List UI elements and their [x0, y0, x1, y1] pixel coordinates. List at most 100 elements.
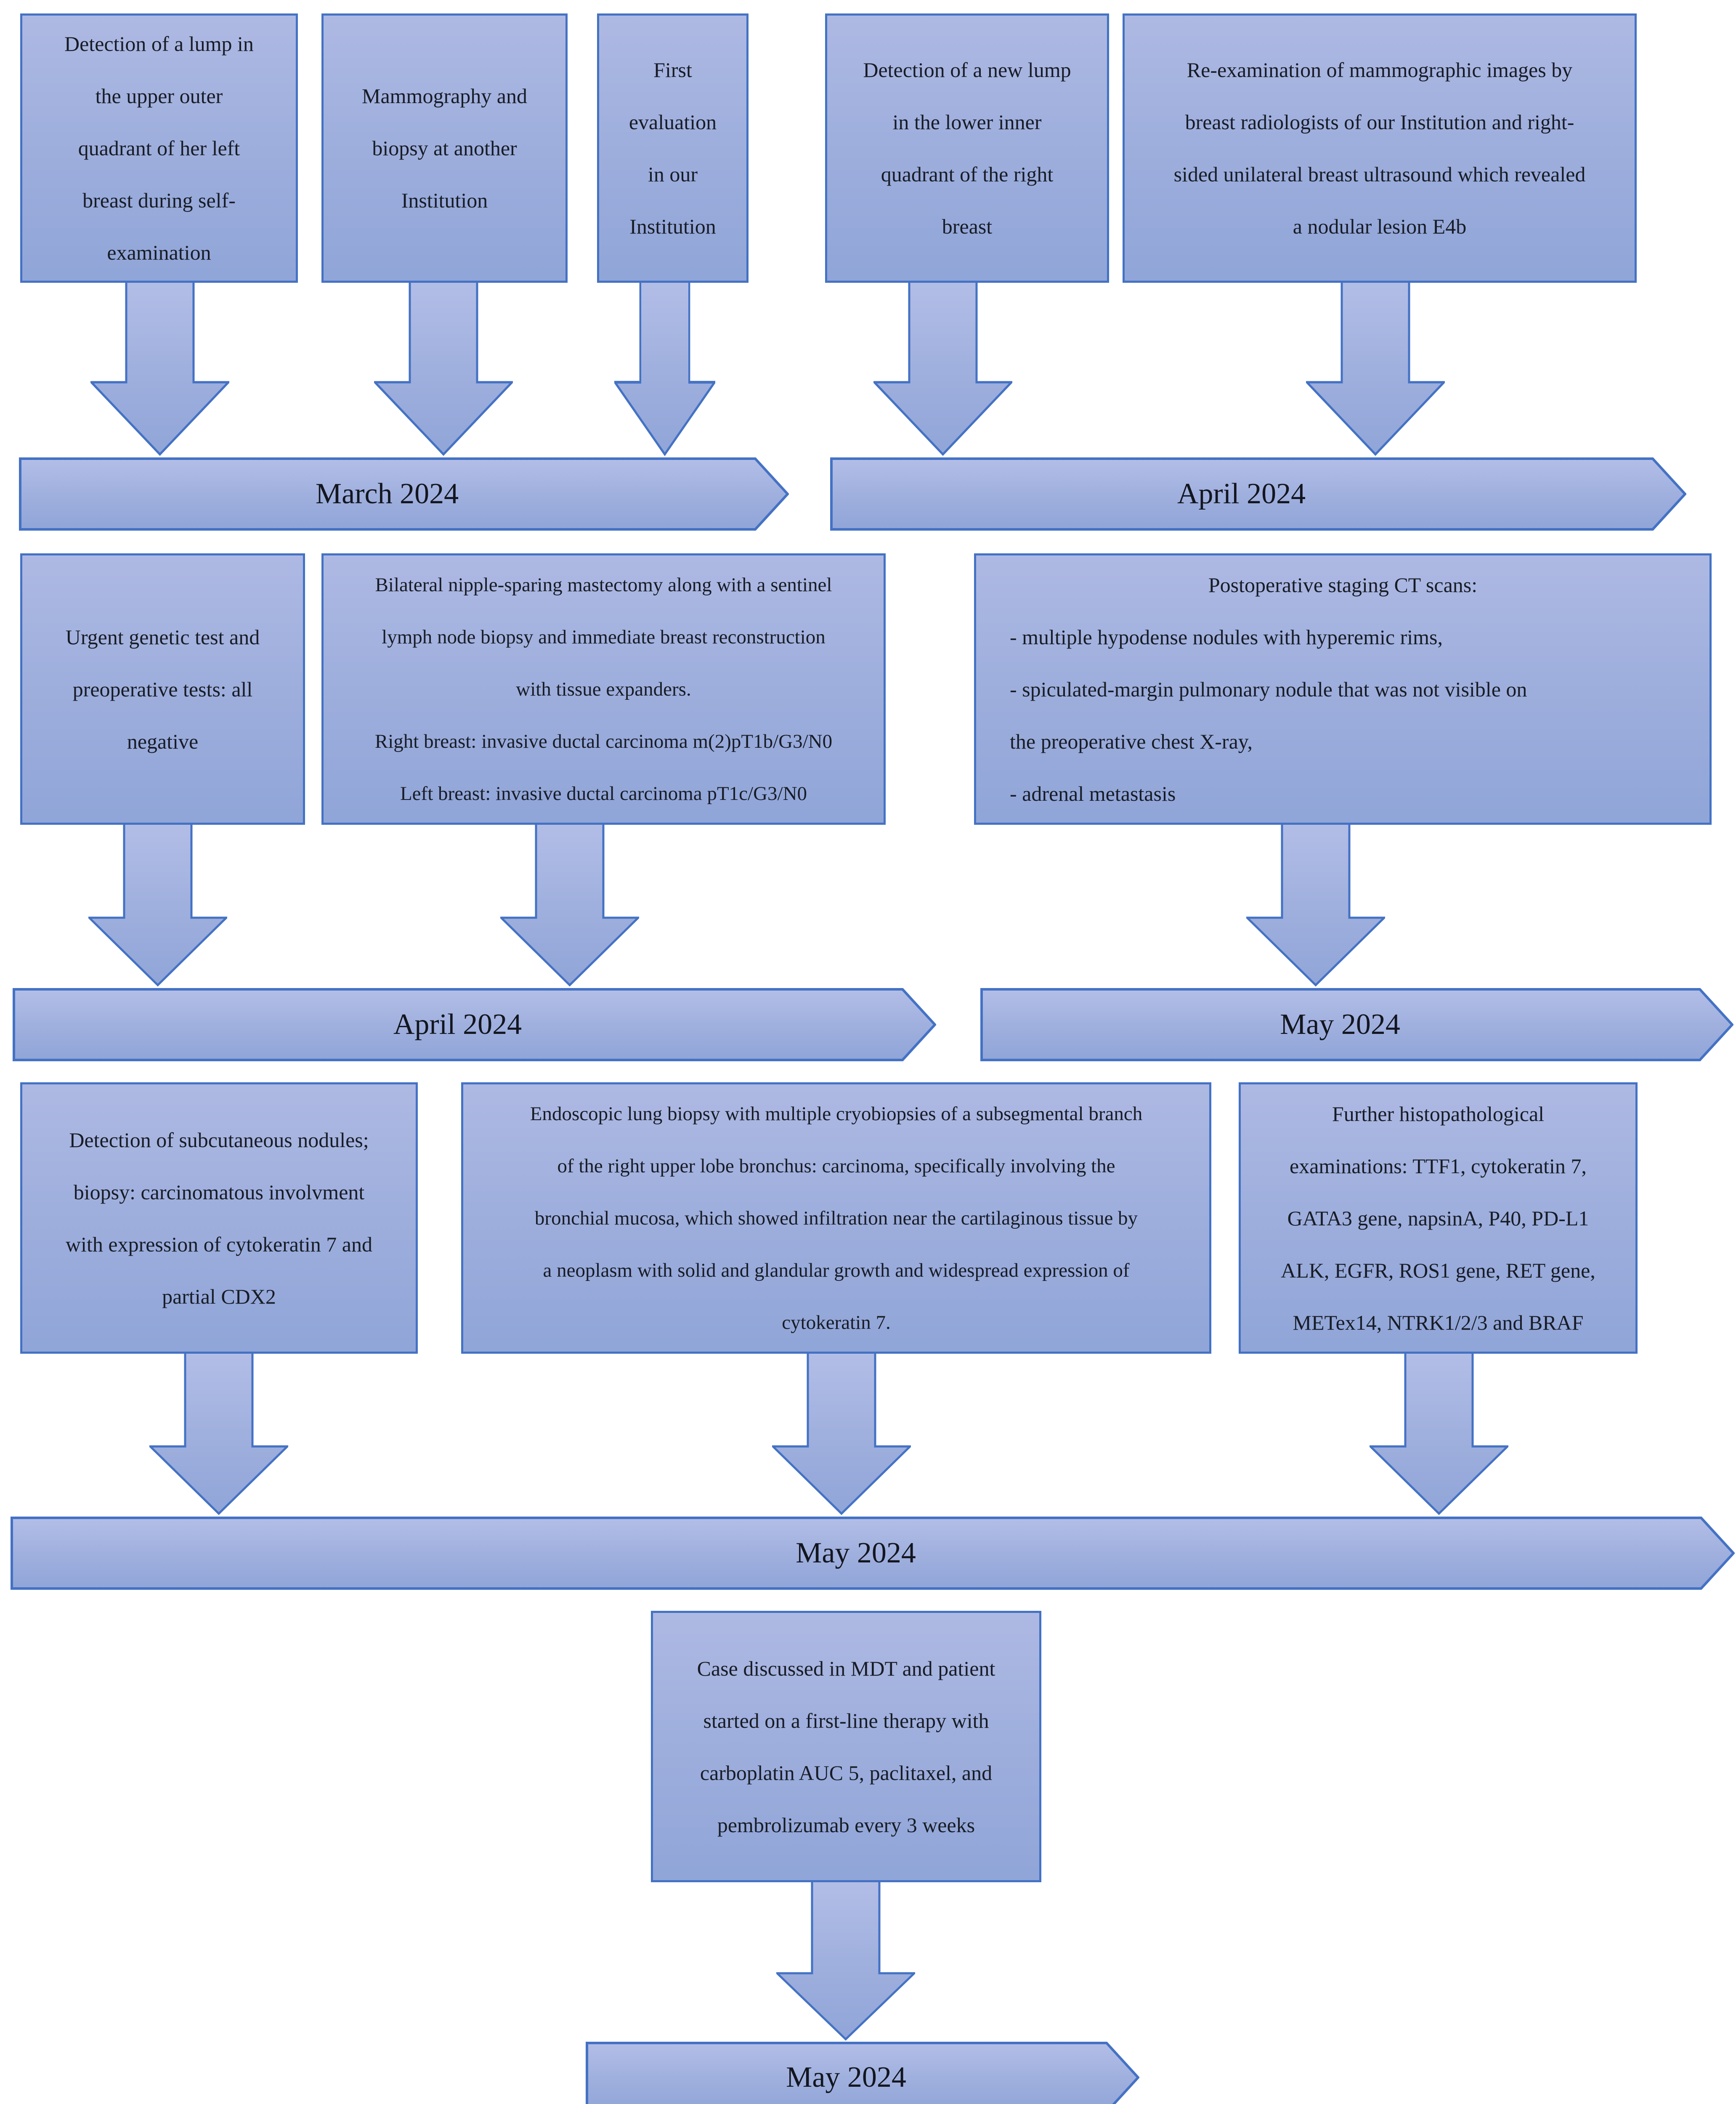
box-text: Urgent genetic test and preoperative test…	[22, 611, 303, 768]
text-line: with tissue expanders.	[516, 678, 691, 700]
text-line: lymph node biopsy and immediate breast r…	[382, 626, 826, 648]
down-arrow-icon	[149, 1354, 288, 1515]
text-line: examination	[107, 241, 211, 264]
banner-label: April 2024	[393, 1008, 522, 1041]
box-histopathological-examinations: Further histopathological examinations: T…	[1239, 1082, 1638, 1354]
text-line: Institution	[401, 189, 488, 212]
text-line: breast	[942, 215, 993, 238]
text-line: Mammography and	[362, 84, 527, 108]
text-line: breast radiologists of our Institution a…	[1185, 110, 1574, 134]
text-line: Bilateral nipple-sparing mastectomy alon…	[375, 574, 832, 596]
box-subcutaneous-nodules: Detection of subcutaneous nodules; biopsy…	[20, 1082, 418, 1354]
text-line: Urgent genetic test and	[65, 625, 260, 649]
text-line: Re-examination of mammographic images by	[1187, 58, 1573, 82]
text-line: GATA3 gene, napsinA, P40, PD-L1	[1287, 1206, 1589, 1230]
timeline-banner-march-2024: March 2024	[19, 456, 789, 532]
down-arrow-icon	[88, 825, 227, 987]
text-line: METex14, NTRK1/2/3 and BRAF	[1293, 1310, 1584, 1334]
box-mastectomy: Bilateral nipple-sparing mastectomy alon…	[321, 553, 886, 825]
banner-label: May 2024	[786, 2061, 906, 2093]
box-endoscopic-lung-biopsy: Endoscopic lung biopsy with multiple cry…	[461, 1082, 1211, 1354]
text-line: quadrant of the right	[881, 162, 1054, 186]
text-line: biopsy: carcinomatous involvment	[73, 1180, 365, 1204]
text-line: Postoperative staging CT scans:	[1208, 573, 1478, 597]
timeline-banner-may-2024-wide: May 2024	[11, 1515, 1735, 1591]
text-line: Left breast: invasive ductal carcinoma p…	[400, 782, 807, 805]
text-line: breast during self-	[82, 189, 236, 212]
text-line: sided unilateral breast ultrasound which…	[1173, 162, 1586, 186]
text-line: of the right upper lobe bronchus: carcin…	[557, 1155, 1115, 1177]
text-line: evaluation	[629, 110, 717, 134]
down-arrow-icon	[1246, 825, 1385, 987]
box-mdt-first-line-therapy: Case discussed in MDT and patient started…	[651, 1611, 1041, 1882]
right-arrow-banner-shape	[586, 2042, 1139, 2104]
text-line: preoperative tests: all	[72, 677, 253, 701]
text-line: bronchial mucosa, which showed infiltrat…	[534, 1207, 1138, 1229]
text-line: Further histopathological	[1332, 1102, 1545, 1126]
down-arrow-icon	[1306, 283, 1445, 456]
box-text: Postoperative staging CT scans: - multipl…	[976, 559, 1709, 820]
text-line: Detection of a new lump	[863, 58, 1071, 82]
banner-label: May 2024	[1280, 1008, 1400, 1041]
down-arrow-icon	[776, 1882, 915, 2041]
box-genetic-test: Urgent genetic test and preoperative test…	[20, 553, 305, 825]
box-text: Endoscopic lung biopsy with multiple cry…	[463, 1088, 1209, 1349]
right-arrow-banner-shape	[980, 988, 1733, 1061]
banner-label: March 2024	[315, 478, 459, 510]
text-line: ALK, EGFR, ROS1 gene, RET gene,	[1281, 1258, 1595, 1282]
timeline-banner-may-2024-bottom: May 2024	[586, 2041, 1139, 2104]
box-text: Detection of subcutaneous nodules; biopsy…	[22, 1114, 416, 1323]
timeline-banner-april-2024-top: April 2024	[830, 456, 1686, 532]
right-arrow-banner-shape	[19, 457, 789, 531]
timeline-banner-april-2024-mid: April 2024	[13, 987, 936, 1063]
text-line: carboplatin AUC 5, paclitaxel, and	[700, 1761, 993, 1785]
down-arrow-icon	[90, 283, 229, 456]
text-line: biopsy at another	[372, 136, 517, 160]
down-arrow-icon	[374, 283, 513, 456]
box-text: Case discussed in MDT and patient started…	[653, 1642, 1039, 1851]
text-line: cytokeratin 7.	[782, 1311, 891, 1334]
text-line: Detection of subcutaneous nodules;	[69, 1128, 369, 1152]
text-line: Case discussed in MDT and patient	[697, 1656, 995, 1680]
text-line: Institution	[629, 215, 716, 238]
text-line: - multiple hypodense nodules with hypere…	[1010, 625, 1443, 649]
timeline-banner-may-2024-mid: May 2024	[980, 987, 1733, 1063]
right-arrow-banner-shape	[11, 1517, 1735, 1590]
text-line: a nodular lesion E4b	[1293, 215, 1467, 238]
box-ct-scans: Postoperative staging CT scans: - multipl…	[974, 553, 1712, 825]
text-line: negative	[127, 729, 199, 753]
down-arrow-icon	[500, 825, 639, 987]
text-line: the upper outer	[95, 84, 223, 108]
text-line: in the lower inner	[892, 110, 1042, 134]
down-arrow-icon	[772, 1354, 911, 1515]
text-line: with expression of cytokeratin 7 and	[66, 1232, 372, 1256]
text-line: - spiculated-margin pulmonary nodule tha…	[1010, 677, 1527, 701]
box-text: Re-examination of mammographic images by…	[1125, 44, 1635, 252]
banner-label: May 2024	[796, 1537, 916, 1569]
down-arrow-icon	[614, 283, 715, 456]
down-arrow-icon	[873, 283, 1012, 456]
down-arrow-icon	[1370, 1354, 1508, 1515]
box-text: Bilateral nipple-sparing mastectomy alon…	[324, 559, 884, 820]
text-line: Endoscopic lung biopsy with multiple cry…	[530, 1102, 1143, 1125]
text-line: - adrenal metastasis	[1010, 781, 1176, 805]
text-line: started on a first-line therapy with	[703, 1708, 989, 1732]
text-line: pembrolizumab every 3 weeks	[717, 1813, 975, 1837]
box-reexamination-mammographic: Re-examination of mammographic images by…	[1123, 13, 1637, 283]
text-line: quadrant of her left	[78, 136, 240, 160]
text-line: the preoperative chest X-ray,	[1010, 729, 1253, 753]
text-line: examinations: TTF1, cytokeratin 7,	[1290, 1154, 1587, 1178]
box-text: Detection of a new lump in the lower inne…	[827, 44, 1107, 252]
text-line: Right breast: invasive ductal carcinoma …	[374, 730, 833, 752]
text-line: in our	[648, 162, 698, 186]
banner-label: April 2024	[1177, 478, 1306, 510]
text-line: a neoplasm with solid and glandular grow…	[543, 1259, 1130, 1281]
box-text: Further histopathological examinations: T…	[1241, 1088, 1635, 1349]
